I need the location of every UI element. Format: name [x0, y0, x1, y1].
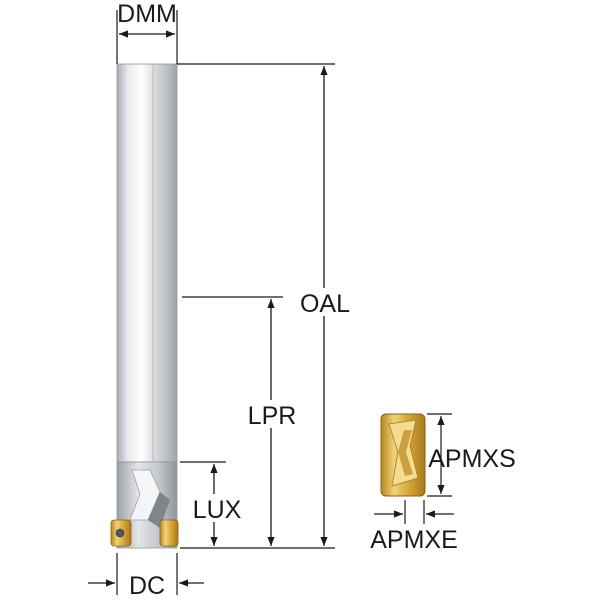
- insert-chipbreaker: [398, 430, 413, 476]
- insert-detail: [380, 413, 426, 497]
- mounted-insert-left: [110, 519, 132, 547]
- insert-dimension-lines: [374, 413, 454, 524]
- lux-label-bg: [188, 494, 244, 522]
- dmm-label: DMM: [117, 0, 177, 28]
- tool-shank: [116, 63, 178, 463]
- oal-label: OAL: [300, 290, 350, 318]
- mounted-insert-right: [159, 519, 179, 547]
- dc-label: DC: [129, 572, 165, 600]
- apmxe-label: APMXE: [370, 526, 458, 554]
- lux-label: LUX: [193, 496, 242, 524]
- lpr-label-bg: [244, 400, 300, 428]
- lpr-label: LPR: [248, 402, 297, 430]
- tool-body: [110, 63, 179, 549]
- chip-flute-shadow: [148, 492, 170, 528]
- apmxs-label: APMXS: [428, 445, 516, 473]
- extension-lines: [116, 10, 335, 595]
- oal-label-bg: [298, 288, 354, 316]
